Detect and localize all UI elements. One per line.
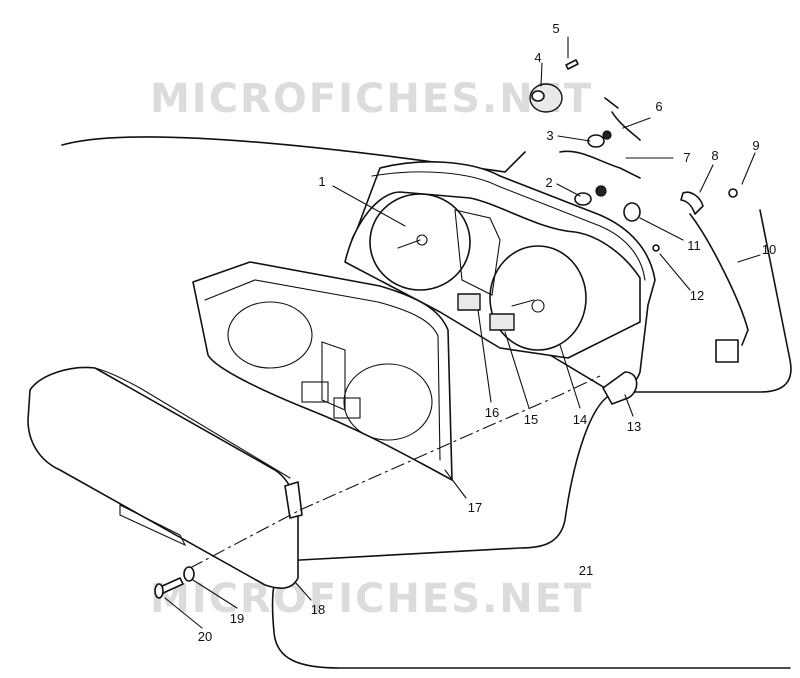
callout-7: 7 [683, 150, 690, 165]
watermark-top: MICROFICHES.NET [150, 76, 593, 122]
bezel-lens-17 [192, 261, 453, 481]
callout-1: 1 [318, 174, 325, 189]
lamp-window-left [457, 293, 481, 311]
screw-5 [565, 59, 579, 70]
watermark-bottom: MICROFICHES.NET [150, 576, 593, 622]
front-cover-18 [27, 366, 303, 589]
callout-8: 8 [711, 148, 718, 163]
callout-12: 12 [690, 288, 704, 303]
callout-21: 21 [579, 563, 593, 578]
speedometer-dial [489, 245, 587, 351]
socket-4 [529, 83, 563, 113]
callout-3: 3 [546, 128, 553, 143]
cluster-face [344, 191, 641, 359]
callout-10: 10 [762, 242, 776, 257]
grommet-8 [680, 191, 704, 215]
tachometer-dial [369, 193, 471, 291]
washer-19 [183, 566, 195, 582]
harness-10 [689, 213, 749, 346]
wiring-harness-7 [559, 150, 641, 179]
screw-20 [154, 577, 184, 599]
callout-labels: 1 2 3 4 5 6 7 8 9 10 11 12 13 14 15 16 1… [198, 21, 776, 644]
assembly-axis [189, 375, 601, 569]
lamp-window-right [489, 313, 515, 331]
bulb-2 [574, 185, 607, 206]
grommet-11 [623, 202, 641, 222]
callout-9: 9 [752, 138, 759, 153]
callout-18: 18 [311, 602, 325, 617]
bulb-3 [587, 130, 612, 148]
callout-14: 14 [573, 412, 587, 427]
callout-11: 11 [687, 238, 701, 253]
callout-5: 5 [552, 21, 559, 36]
connector-10 [715, 339, 739, 363]
callout-17: 17 [468, 500, 482, 515]
screw-12 [652, 244, 660, 252]
wire-6 [604, 97, 641, 141]
callout-2: 2 [545, 175, 552, 190]
callout-19: 19 [230, 611, 244, 626]
callout-13: 13 [627, 419, 641, 434]
callout-6: 6 [655, 99, 662, 114]
callout-4: 4 [534, 50, 541, 65]
indicator-panel [454, 209, 501, 296]
callout-20: 20 [198, 629, 212, 644]
screw-9 [728, 188, 738, 198]
leader-lines [164, 36, 761, 629]
callout-15: 15 [524, 412, 538, 427]
callout-16: 16 [485, 405, 499, 420]
